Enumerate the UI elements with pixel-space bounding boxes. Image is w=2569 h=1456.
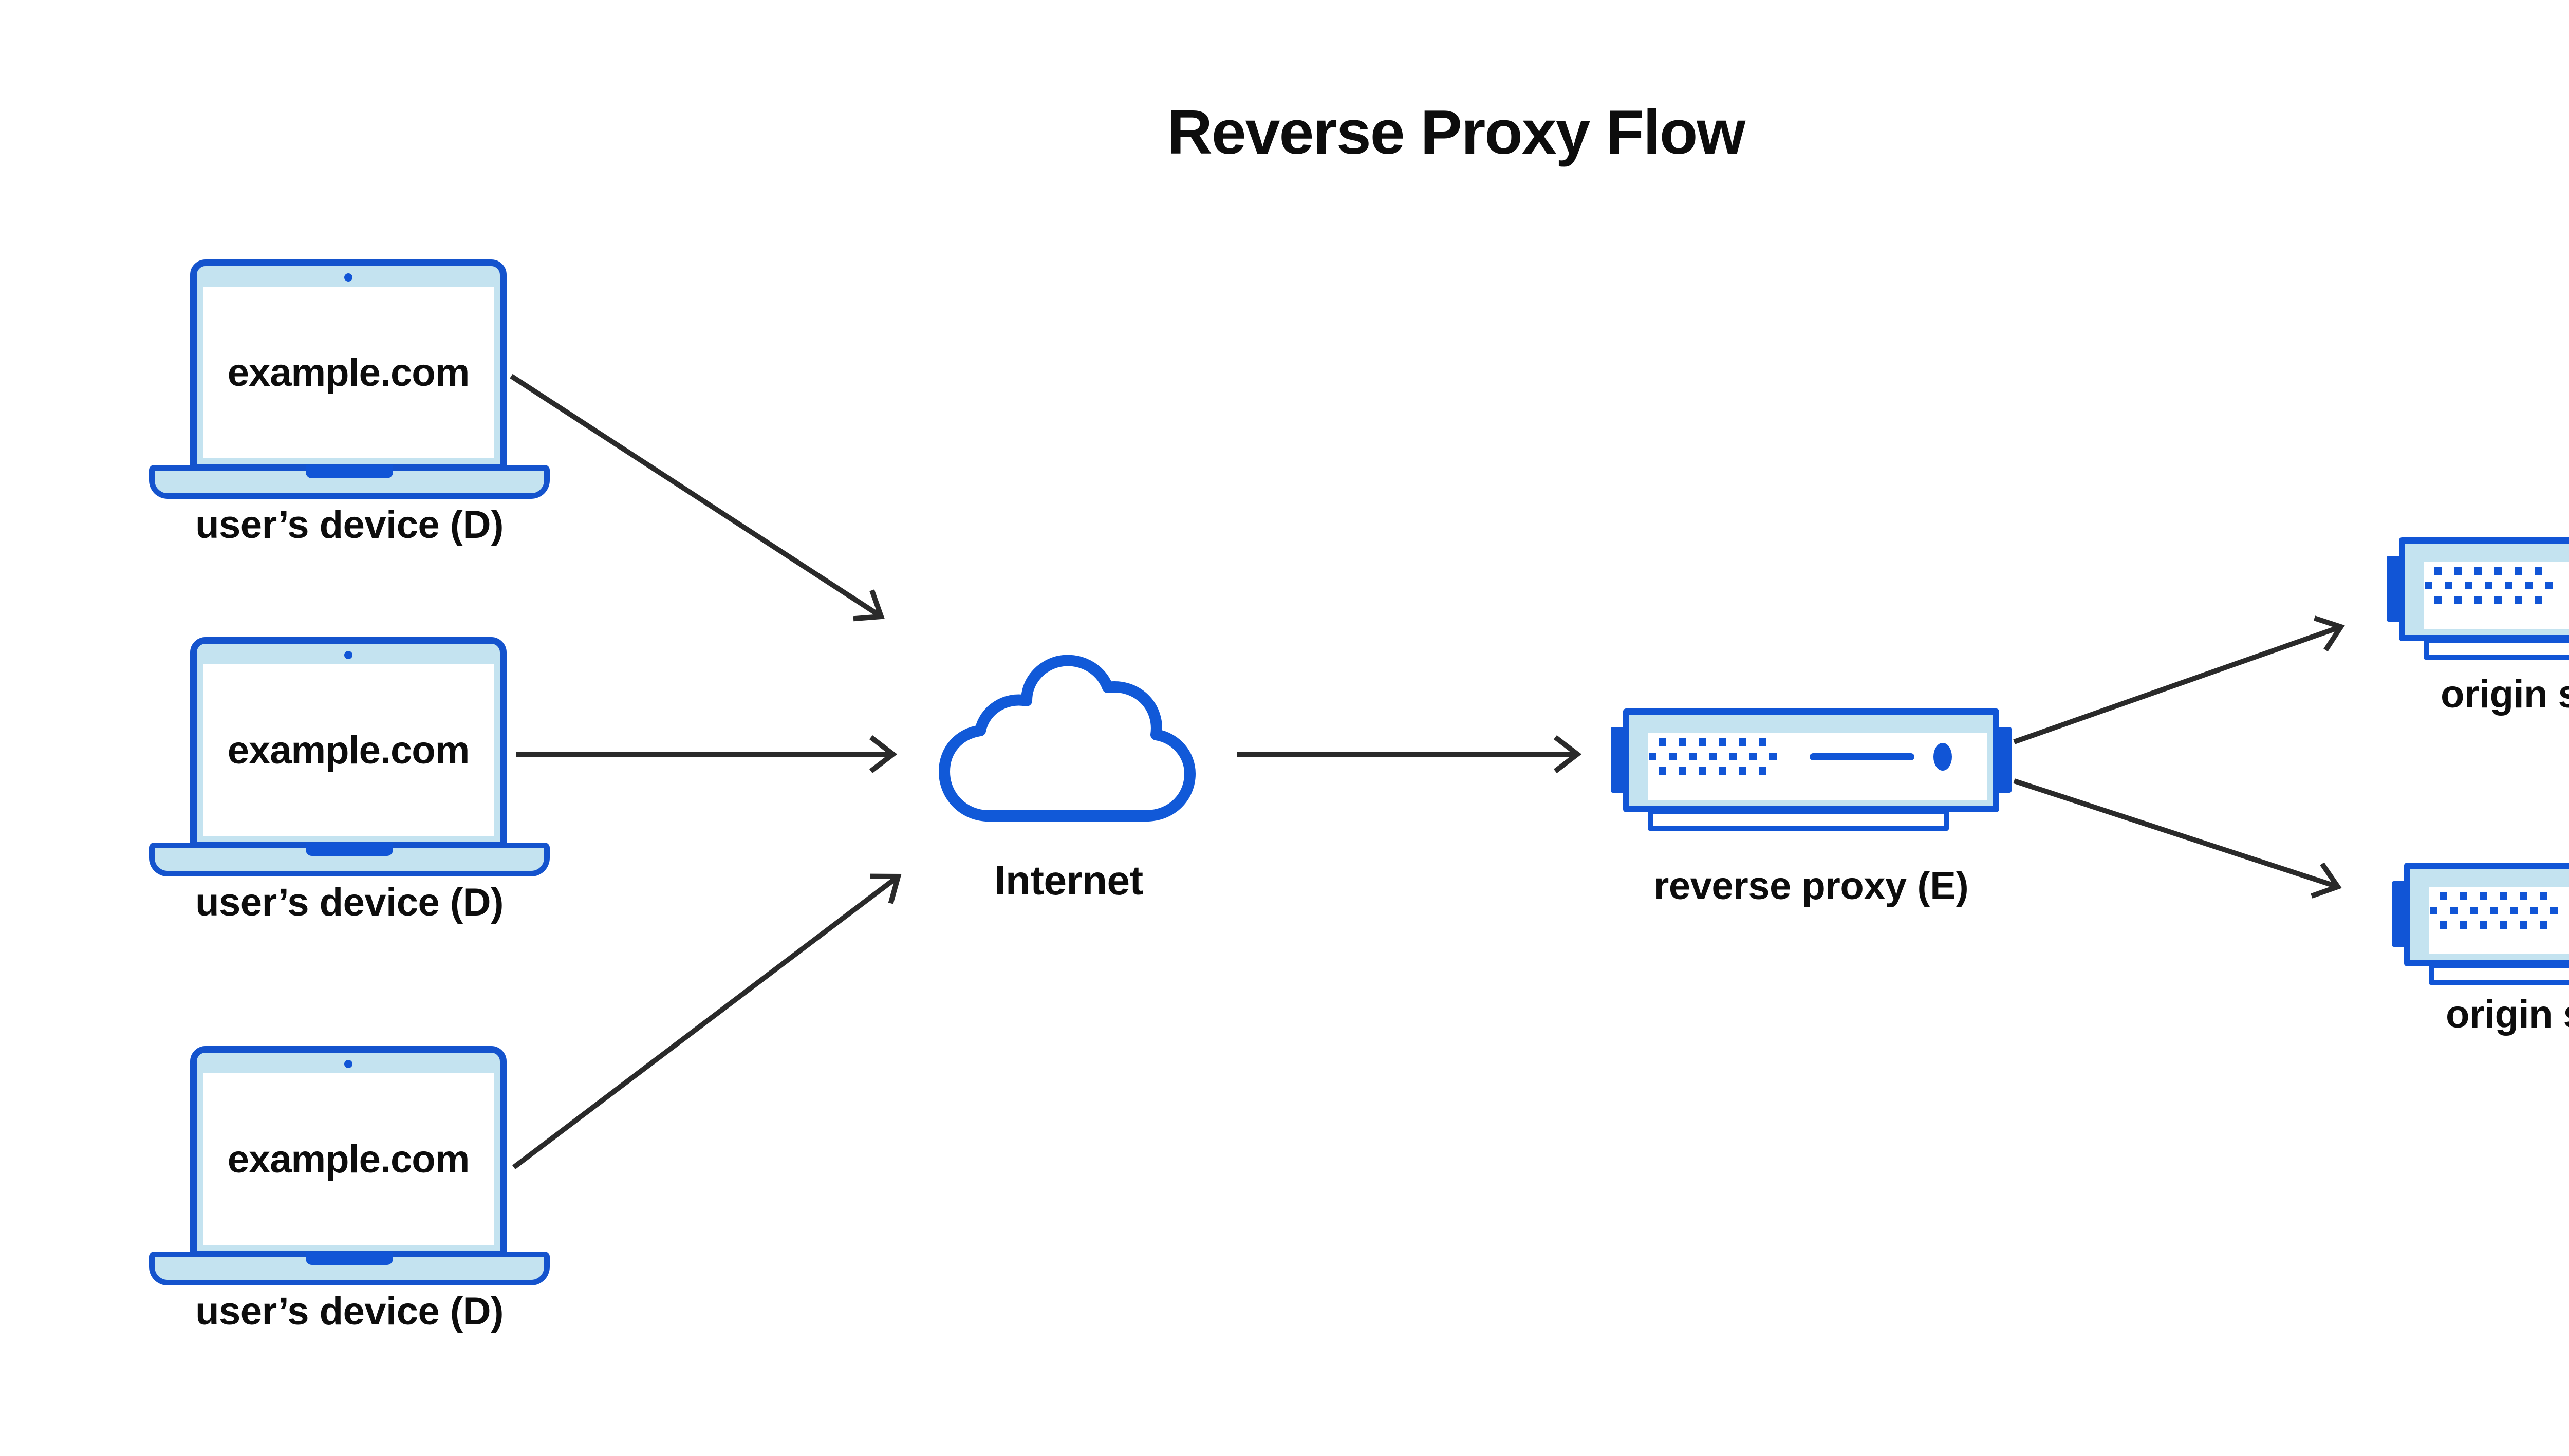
origin-server-1-label: origin server (F) (2440, 673, 2569, 716)
server-icon (2430, 892, 2569, 929)
user-device-3-node: example.com user’s device (D) (149, 1046, 550, 1331)
origin-server-2-node: origin server (F) (2392, 861, 2569, 1034)
server-icon (2425, 567, 2569, 604)
user-device-2-node: example.com user’s device (D) (149, 637, 550, 922)
laptop-notch (306, 843, 393, 856)
laptop-camera-icon (344, 273, 352, 282)
laptop-base (149, 843, 550, 876)
origin-server-1-node: origin server (F) (2387, 535, 2569, 714)
device-screen-url: example.com (227, 728, 470, 772)
page-title: Reverse Proxy Flow (1167, 97, 1746, 167)
user-device-1-label: user’s device (D) (195, 503, 504, 547)
device-screen-url: example.com (227, 1137, 470, 1181)
user-device-1-node: example.com user’s device (D) (149, 259, 550, 545)
reverse-proxy-node: reverse proxy (E) (1611, 706, 2012, 906)
origin-server-2-label: origin server (F) (2445, 993, 2569, 1036)
arrow-proxy-to-origin2 (2013, 778, 2342, 899)
arrow-proxy-to-origin1 (2013, 615, 2345, 744)
device-screen-url: example.com (227, 350, 470, 395)
laptop-base (149, 465, 550, 499)
laptop-display: example.com (203, 287, 494, 458)
laptop-display: example.com (203, 664, 494, 836)
laptop-camera-icon (344, 651, 352, 659)
laptop-screen: example.com (190, 259, 507, 471)
laptop-notch (306, 465, 393, 478)
laptop-screen: example.com (190, 1046, 507, 1258)
internet-label: Internet (994, 857, 1143, 903)
laptop-camera-icon (344, 1060, 352, 1068)
user-device-2-label: user’s device (D) (195, 881, 504, 924)
laptop-notch (306, 1252, 393, 1265)
arrow-device3-to-internet (512, 873, 902, 1169)
server-icon (1649, 738, 1952, 775)
laptop-base (149, 1252, 550, 1285)
internet-node (925, 645, 1213, 835)
arrow-device1-to-internet (510, 374, 885, 622)
laptop-screen: example.com (190, 637, 507, 849)
laptop-display: example.com (203, 1073, 494, 1245)
cloud-icon (939, 655, 1196, 822)
user-device-3-label: user’s device (D) (195, 1290, 504, 1333)
reverse-proxy-label: reverse proxy (E) (1653, 864, 1969, 908)
